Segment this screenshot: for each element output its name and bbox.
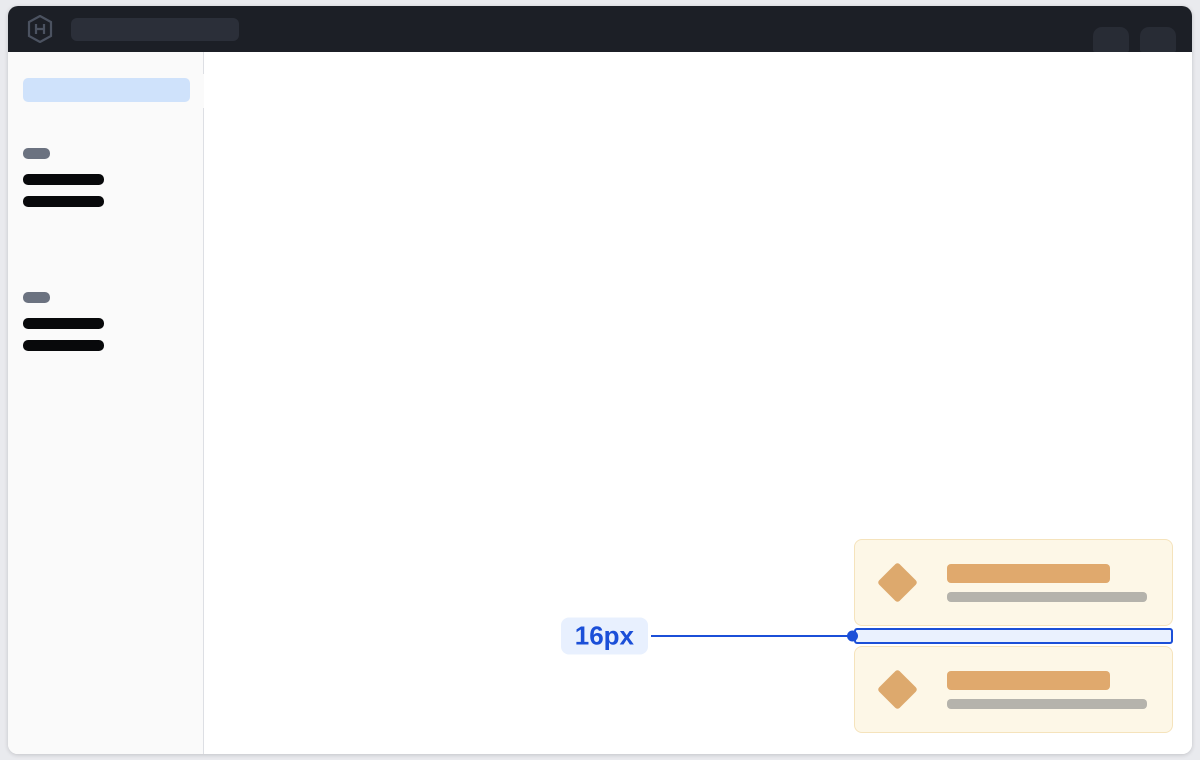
sidebar-item-1-2[interactable] — [23, 196, 104, 207]
measure-value-label: 16px — [560, 617, 648, 655]
top-navigation-bar — [8, 6, 1192, 52]
list-item[interactable] — [854, 539, 1173, 626]
card-title-placeholder — [947, 563, 1110, 583]
topbar-actions — [1093, 6, 1176, 52]
sidebar-group-2-chip — [23, 292, 50, 303]
diamond-icon — [876, 561, 919, 604]
sidebar-item-1-1[interactable] — [23, 174, 104, 185]
measure-leader-line — [651, 635, 852, 637]
topbar-pill-right-icon[interactable] — [1140, 27, 1176, 52]
window-frame: 16px — [8, 6, 1192, 754]
search-input[interactable] — [71, 17, 239, 41]
diamond-icon — [876, 668, 919, 711]
card-text-block — [947, 563, 1147, 602]
body-area: 16px — [8, 52, 1192, 754]
card-subtitle-placeholder — [947, 698, 1147, 709]
hexagon-h-logo-icon[interactable] — [27, 14, 53, 44]
sidebar-group-1-chip — [23, 148, 50, 159]
topbar-pill-left-icon[interactable] — [1093, 27, 1129, 52]
card-stack: 16px — [560, 539, 1173, 733]
sidebar-item-2-1[interactable] — [23, 318, 104, 329]
gap-measurement-overlay[interactable]: 16px — [560, 617, 1173, 655]
sidebar-item-active[interactable] — [23, 78, 190, 102]
list-item[interactable] — [854, 646, 1173, 733]
card-text-block — [947, 670, 1147, 709]
measure-endpoint-dot-icon — [847, 630, 858, 642]
card-title-placeholder — [947, 670, 1110, 690]
sidebar-group-1 — [23, 148, 104, 207]
sidebar — [8, 52, 204, 754]
sidebar-group-2 — [23, 292, 104, 351]
sidebar-item-2-2[interactable] — [23, 340, 104, 351]
card-subtitle-placeholder — [947, 591, 1147, 602]
main-canvas: 16px — [204, 52, 1192, 754]
